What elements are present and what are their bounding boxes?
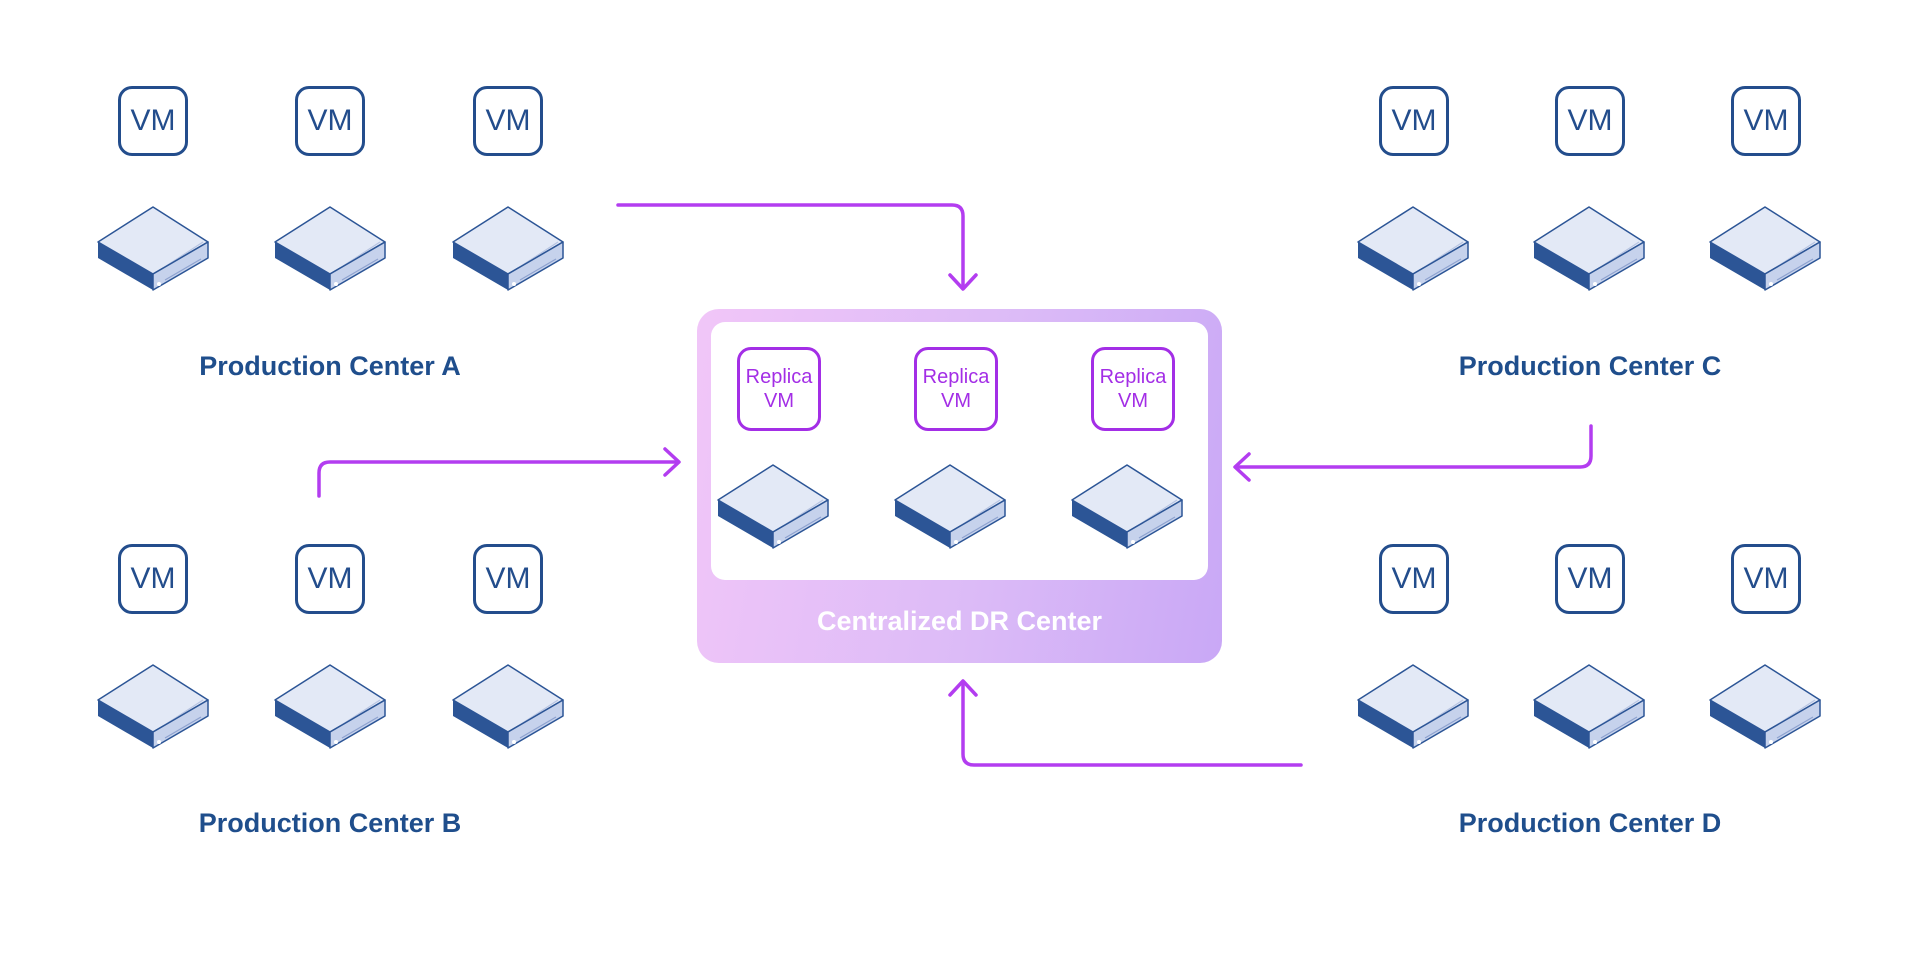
- server-icon: [1071, 464, 1183, 549]
- server-icon: [97, 206, 209, 291]
- vm-icon: VM: [1555, 86, 1625, 156]
- vm-icon: VM: [295, 544, 365, 614]
- vm-icon: VM: [295, 86, 365, 156]
- vm-icon: VM: [1731, 544, 1801, 614]
- server-icon: [1357, 664, 1469, 749]
- server-icon: [274, 206, 386, 291]
- production-center-d-label: Production Center D: [1458, 808, 1722, 838]
- arrow-b-to-dr: [317, 447, 681, 498]
- arrow-a-to-dr: [616, 203, 978, 291]
- production-center-c-label: Production Center C: [1458, 351, 1722, 381]
- replica-vm-icon: Replica VM: [1091, 347, 1175, 431]
- dr-center: Replica VM Replica VM Replica VM Central…: [697, 309, 1222, 663]
- production-center-a-label: Production Center A: [199, 351, 461, 381]
- server-icon: [717, 464, 829, 549]
- server-icon: [274, 664, 386, 749]
- server-icon: [452, 206, 564, 291]
- server-icon: [1533, 206, 1645, 291]
- server-icon: [1357, 206, 1469, 291]
- vm-icon: VM: [1731, 86, 1801, 156]
- server-icon: [97, 664, 209, 749]
- vm-icon: VM: [1379, 544, 1449, 614]
- server-icon: [894, 464, 1006, 549]
- vm-icon: VM: [1379, 86, 1449, 156]
- server-icon: [452, 664, 564, 749]
- dr-center-label: Centralized DR Center: [816, 606, 1103, 636]
- vm-icon: VM: [118, 86, 188, 156]
- production-center-b-label: Production Center B: [198, 808, 462, 838]
- vm-icon: VM: [473, 86, 543, 156]
- vm-icon: VM: [118, 544, 188, 614]
- arrow-c-to-dr: [1233, 424, 1593, 482]
- replica-vm-icon: Replica VM: [737, 347, 821, 431]
- arrow-d-to-dr: [948, 679, 1303, 767]
- server-icon: [1709, 206, 1821, 291]
- dr-center-panel: Replica VM Replica VM Replica VM: [711, 322, 1208, 580]
- replica-vm-icon: Replica VM: [914, 347, 998, 431]
- server-icon: [1533, 664, 1645, 749]
- server-icon: [1709, 664, 1821, 749]
- vm-icon: VM: [1555, 544, 1625, 614]
- vm-icon: VM: [473, 544, 543, 614]
